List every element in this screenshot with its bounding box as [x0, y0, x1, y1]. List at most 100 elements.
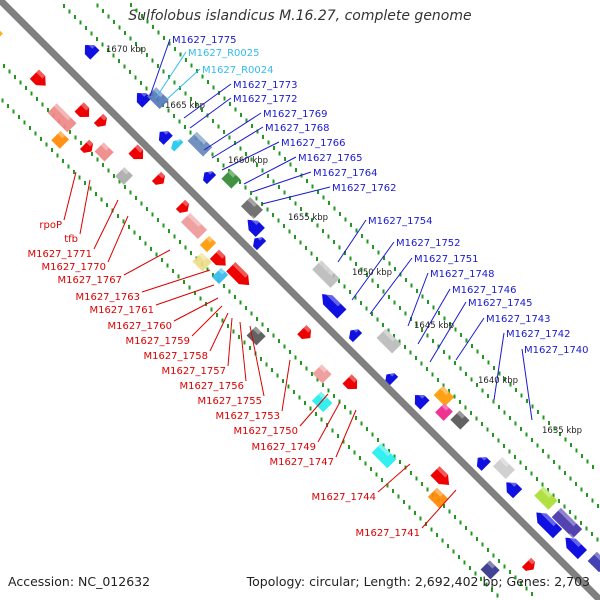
tick-mark [178, 119, 181, 124]
tick-mark [79, 20, 82, 25]
gene-shine [479, 453, 487, 461]
tick-mark [366, 427, 368, 431]
gene-feature [322, 289, 347, 319]
tick-mark [443, 350, 445, 354]
tick-mark [243, 340, 246, 345]
gene-shine [227, 169, 237, 178]
tick-mark [498, 559, 500, 563]
gene-label: M1627_1757 [161, 366, 226, 377]
gene-shine [348, 374, 358, 383]
tick-mark [366, 273, 368, 277]
leader-line [335, 409, 357, 458]
gene-feature [587, 551, 600, 573]
tick-mark [311, 184, 314, 189]
gene-arrow [565, 537, 588, 560]
gene-feature [0, 10, 2, 35]
gene-shine [134, 144, 144, 153]
leader-line [337, 219, 367, 263]
tick-mark [271, 368, 273, 372]
leader-line [191, 305, 223, 337]
tick-mark [304, 401, 306, 405]
tick-mark [316, 223, 319, 228]
tick-mark [74, 15, 76, 19]
tick-mark [306, 179, 308, 183]
tick-mark [520, 393, 523, 398]
gene-label: M1627_1744 [311, 492, 376, 503]
tick-mark [299, 240, 302, 245]
gene-shine [441, 403, 450, 411]
gene-arrow [192, 252, 212, 272]
tick-mark [145, 86, 148, 91]
tick-mark [581, 454, 583, 458]
tick-mark [465, 526, 467, 530]
gene-shine [138, 88, 148, 97]
gene-feature [376, 328, 402, 354]
tick-mark [102, 9, 104, 13]
gene-shine [558, 507, 577, 527]
tick-mark [173, 80, 176, 85]
tick-mark [234, 107, 237, 112]
tick-mark [112, 53, 115, 58]
tick-mark [470, 377, 473, 382]
tick-mark [509, 570, 511, 574]
leader-line [493, 332, 505, 401]
tick-mark [514, 575, 517, 580]
tick-mark [371, 312, 373, 316]
tick-mark [118, 25, 121, 30]
tick-mark [150, 247, 152, 251]
tick-mark [41, 102, 44, 107]
tick-mark [469, 566, 471, 570]
tick-mark [102, 163, 104, 167]
tick-mark [228, 169, 230, 173]
tick-mark [201, 74, 204, 79]
tick-mark [265, 362, 268, 367]
gene-shine [187, 212, 202, 228]
tick-mark [548, 421, 550, 425]
tick-mark [316, 257, 318, 261]
gene-arrow [551, 507, 583, 539]
tick-mark [283, 344, 286, 349]
tick-mark [322, 195, 325, 200]
tick-mark [531, 404, 534, 409]
gene-shine [218, 267, 226, 275]
gene-feature [94, 142, 114, 162]
gene-label: M1627_1749 [251, 442, 316, 453]
tick-mark [503, 564, 506, 569]
tick-mark [531, 438, 533, 442]
tick-mark [107, 48, 109, 52]
tick-mark [414, 511, 416, 515]
tick-mark [563, 504, 566, 509]
leader-line [221, 141, 280, 171]
tick-mark [273, 146, 275, 150]
gene-arrow [115, 167, 133, 185]
gene-shine [318, 260, 335, 276]
leader-line [107, 215, 129, 263]
tick-mark [3, 64, 5, 68]
tick-mark [558, 499, 560, 503]
tick-mark [360, 267, 363, 272]
tick-mark [459, 366, 462, 371]
gene-label: M1627_1752 [396, 238, 461, 249]
tick-mark [23, 120, 26, 125]
gene-arrow [322, 294, 347, 319]
tick-mark [168, 229, 170, 233]
leader-line [251, 171, 312, 193]
gene-label: M1627_R0025 [188, 48, 259, 59]
leader-line [93, 199, 119, 250]
tick-mark [552, 493, 555, 498]
gene-label: M1627_1747 [269, 457, 334, 468]
tick-mark [491, 588, 493, 592]
tick-mark [140, 47, 143, 52]
gene-shine [193, 131, 207, 145]
tick-mark [463, 560, 466, 565]
label-leader-lines [63, 38, 533, 529]
tick-mark [530, 471, 533, 476]
tick-mark [541, 482, 544, 487]
tick-mark [348, 445, 350, 449]
gene-arrow [414, 394, 430, 410]
gene-feature [240, 197, 263, 220]
gene-arrow [376, 328, 402, 354]
tick-mark [122, 219, 125, 224]
tick-mark [212, 273, 214, 277]
tick-mark [239, 180, 241, 184]
